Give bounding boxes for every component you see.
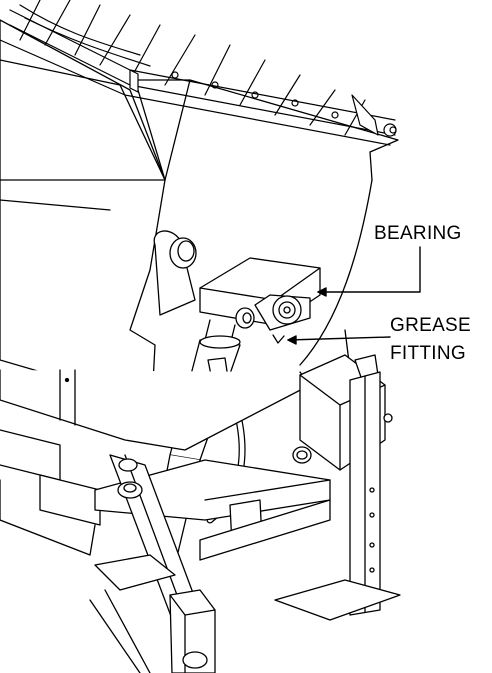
hinge-pin	[153, 230, 197, 316]
leader-lines	[287, 246, 421, 345]
grease-fitting-label-line1: GREASE	[390, 315, 471, 336]
bearing-label: BEARING	[374, 223, 462, 244]
lower-frame	[0, 369, 331, 561]
grease-fitting-label-line2: FITTING	[390, 343, 466, 364]
top-grate	[0, 0, 397, 146]
front-post	[169, 589, 216, 673]
ground-lines	[89, 589, 151, 673]
bearing-assembly	[199, 257, 321, 346]
right-leg	[274, 354, 401, 621]
hopper-body	[0, 19, 399, 441]
